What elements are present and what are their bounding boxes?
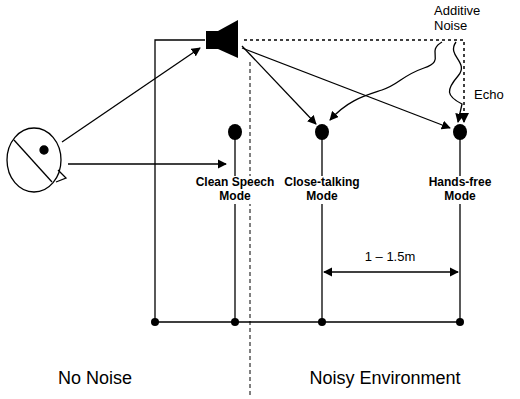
- region-divider: [250, 62, 251, 396]
- sound-arrow: [242, 48, 450, 128]
- loudspeaker: [206, 20, 238, 58]
- region-label: Noisy Environment: [307, 368, 462, 389]
- face-eye: [40, 146, 48, 154]
- region-label: No Noise: [56, 368, 134, 389]
- mic-stand: [321, 136, 322, 322]
- mic-stand: [234, 136, 235, 322]
- echo-label: Echo: [472, 88, 506, 103]
- noise-arrow: [449, 42, 462, 122]
- speaker-cone: [218, 20, 238, 58]
- face-line: [14, 140, 52, 182]
- speaker-body: [206, 31, 218, 49]
- microphone: [315, 124, 329, 140]
- mode-label: Clean Speech Mode: [188, 176, 282, 204]
- noise-label: Additive Noise: [432, 4, 506, 34]
- junction-dot: [318, 318, 326, 326]
- mode-label: Hands-free Mode: [413, 176, 507, 204]
- junction-dot: [231, 318, 239, 326]
- junction-dot: [151, 318, 159, 326]
- dimension-label: 1 – 1.5m: [363, 250, 418, 265]
- sound-arrow: [242, 46, 316, 124]
- speech-arrow: [62, 48, 200, 142]
- microphone: [228, 124, 242, 140]
- mic-stand: [459, 136, 460, 322]
- face-outline: [7, 128, 61, 192]
- junction-dot: [456, 318, 464, 326]
- mode-label: Close-talking Mode: [275, 176, 369, 204]
- face-mouth: [56, 170, 66, 182]
- dimension-arrow: [324, 271, 458, 272]
- echo-path: [244, 40, 464, 122]
- noise-arrow: [330, 42, 442, 120]
- speech-arrow: [68, 163, 226, 164]
- microphone: [453, 124, 467, 140]
